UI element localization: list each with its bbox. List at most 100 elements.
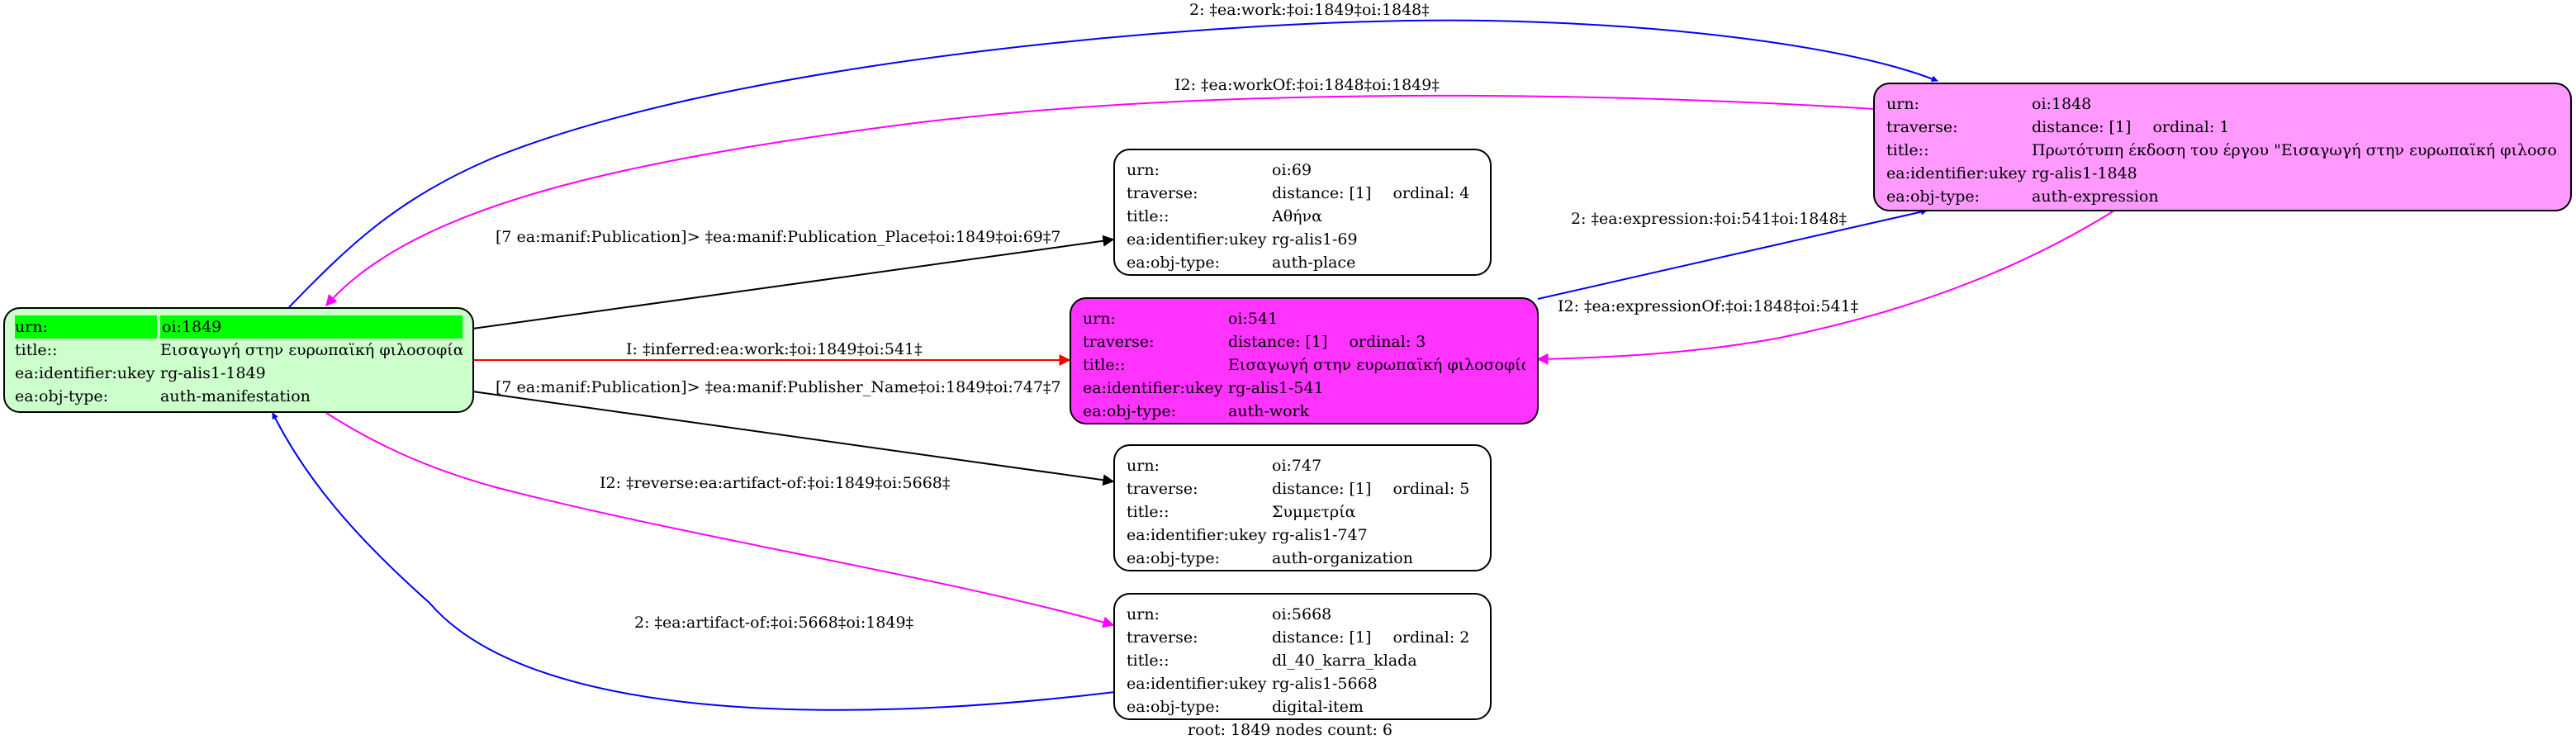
urn-row: urn: oi:541 (1083, 307, 1525, 330)
traverse-row: traverse: distance: [1]ordinal: 5 (1127, 477, 1478, 500)
traverse-row: traverse: distance: [1]ordinal: 1 (1886, 116, 2559, 139)
urn-value: oi:747 (1272, 457, 1322, 475)
title-key: title:: (1886, 141, 1929, 159)
node-oi-5668[interactable]: urn: oi:5668 traverse: distance: [1] ordi… (1113, 593, 1492, 720)
ordinal-value: ordinal: 3 (1349, 333, 1426, 351)
node-oi-1849[interactable]: urn: oi:1849 title:: Εισαγωγή στην ευρωπ… (3, 307, 474, 413)
ukey-value: rg-alis1-747 (1272, 526, 1368, 544)
traverse-value: distance: [1] ordinal: 2 (1272, 626, 1478, 649)
traverse-key: traverse: (1127, 628, 1198, 647)
distance-value: distance: [1] (1272, 628, 1372, 647)
ukey-value: rg-alis1-1848 (2032, 164, 2137, 183)
traverse-row: traverse: distance: [1]ordinal: 4 (1127, 182, 1478, 205)
type-row: ea:obj-type: digital-item (1127, 695, 1478, 718)
urn-value: oi:5668 (1272, 605, 1332, 623)
urn-key: urn: (1127, 605, 1160, 623)
type-key: ea:obj-type: (1127, 698, 1221, 716)
title-row: title:: Συμμετρία (1127, 500, 1478, 524)
urn-key: urn: (1127, 457, 1160, 475)
ukey-value: rg-alis1-1849 (160, 364, 266, 382)
type-row: ea:obj-type: auth-organization (1127, 547, 1478, 570)
urn-key: urn: (1083, 310, 1116, 328)
title-row: title:: dl_40_karra_klada (1127, 649, 1478, 672)
traverse-value: distance: [1]ordinal: 5 (1272, 477, 1478, 500)
type-key: ea:obj-type: (1127, 254, 1221, 272)
urn-value: oi:69 (1272, 161, 1312, 179)
ukey-row: ea:identifier:ukey rg-alis1-1848 (1886, 162, 2559, 185)
ordinal-value: ordinal: 4 (1392, 184, 1470, 202)
ukey-key: ea:identifier:ukey (1127, 675, 1267, 693)
edge-place (472, 235, 1115, 329)
urn-key: urn: (15, 318, 48, 336)
type-row: ea:obj-type: auth-work (1083, 400, 1525, 423)
distance-value: distance: [1] (1272, 480, 1372, 498)
title-value: Αθήνα (1272, 207, 1322, 225)
edge-work (288, 19, 1938, 308)
title-row: title:: Αθήνα (1127, 205, 1478, 228)
ukey-key: ea:identifier:ukey (1083, 379, 1223, 397)
type-value: auth-organization (1272, 549, 1413, 567)
ukey-row: ea:identifier:ukey rg-alis1-747 (1127, 524, 1478, 547)
edge-label-expression-of: I2: ‡ea:expressionOf:‡oi:1848‡oi:541‡ (1558, 297, 1859, 315)
edge-artifact-of (272, 412, 1116, 711)
type-value: auth-manifestation (160, 387, 311, 405)
node-oi-1848[interactable]: urn: oi:1848 traverse: distance: [1]ordi… (1873, 83, 2572, 211)
urn-value: oi:1849 (157, 315, 463, 339)
ukey-key: ea:identifier:ukey (1127, 230, 1267, 249)
type-row: ea:obj-type: auth-manifestation (15, 385, 463, 408)
type-value: auth-expression (2032, 187, 2159, 206)
title-key: title:: (1127, 207, 1169, 225)
title-row: title:: Πρωτότυπη έκδοση του έργου "Εισα… (1886, 139, 2559, 162)
title-value: Εισαγωγή στην ευρωπαϊκή φιλοσοφία (1228, 356, 1525, 374)
title-value: Συμμετρία (1272, 503, 1356, 521)
ukey-value: rg-alis1-69 (1272, 230, 1358, 249)
edge-label-place: [7 ea:manif:Publication]> ‡ea:manif:Publ… (496, 228, 1061, 246)
ukey-row: ea:identifier:ukey rg-alis1-69 (1127, 228, 1478, 251)
edge-label-artifact-of: 2: ‡ea:artifact-of:‡oi:5668‡oi:1849‡ (634, 614, 914, 632)
ukey-row: ea:identifier:ukey rg-alis1-541 (1083, 377, 1525, 400)
node-oi-747[interactable]: urn: oi:747 traverse: distance: [1]ordin… (1113, 444, 1492, 571)
traverse-row: traverse: distance: [1]ordinal: 3 (1083, 330, 1525, 353)
urn-row: urn: oi:1849 (15, 315, 463, 339)
traverse-value: distance: [1]ordinal: 1 (2032, 116, 2559, 139)
ukey-value: rg-alis1-541 (1228, 379, 1324, 397)
traverse-value: distance: [1]ordinal: 3 (1228, 330, 1525, 353)
ukey-key: ea:identifier:ukey (15, 364, 155, 382)
urn-row: urn: oi:747 (1127, 454, 1478, 477)
title-key: title:: (1083, 356, 1126, 374)
type-row: ea:obj-type: auth-expression (1886, 185, 2559, 208)
title-key: title:: (1127, 652, 1169, 670)
ordinal-value: ordinal: 1 (2152, 118, 2230, 136)
ordinal-value: ordinal: 2 (1392, 628, 1470, 647)
title-key: title:: (15, 341, 58, 359)
edge-label-work: 2: ‡ea:work:‡oi:1849‡oi:1848‡ (1189, 1, 1430, 19)
title-value: Πρωτότυπη έκδοση του έργου "Εισαγωγή στη… (2032, 141, 2559, 159)
title-row: title:: Εισαγωγή στην ευρωπαϊκή φιλοσοφί… (1083, 353, 1525, 377)
urn-row: urn: oi:69 (1127, 159, 1478, 182)
traverse-key: traverse: (1127, 480, 1198, 498)
graph-footer: root: 1849 nodes count: 6 (1188, 721, 1393, 739)
urn-key: urn: (1127, 161, 1160, 179)
node-oi-541[interactable]: urn: oi:541 traverse: distance: [1]ordin… (1070, 297, 1539, 424)
urn-row: urn: oi:5668 (1127, 603, 1478, 626)
urn-key: urn: (1886, 95, 1919, 113)
type-key: ea:obj-type: (1886, 187, 1981, 206)
type-value: auth-work (1228, 402, 1310, 420)
edge-label-reverse-artifact: I2: ‡reverse:ea:artifact-of:‡oi:1849‡oi:… (600, 474, 951, 492)
traverse-key: traverse: (1127, 184, 1198, 202)
traverse-value: distance: [1]ordinal: 4 (1272, 182, 1478, 205)
edge-label-work-of: I2: ‡ea:workOf:‡oi:1848‡oi:1849‡ (1174, 76, 1440, 94)
traverse-key: traverse: (1886, 118, 1958, 136)
traverse-row: traverse: distance: [1] ordinal: 2 (1127, 626, 1478, 649)
node-oi-69[interactable]: urn: oi:69 traverse: distance: [1]ordina… (1113, 149, 1492, 276)
ukey-row: ea:identifier:ukey rg-alis1-1849 (15, 362, 463, 385)
ukey-key: ea:identifier:ukey (1886, 164, 2027, 183)
type-key: ea:obj-type: (15, 387, 109, 405)
title-value: dl_40_karra_klada (1272, 652, 1417, 670)
type-key: ea:obj-type: (1083, 402, 1177, 420)
type-value: auth-place (1272, 254, 1356, 272)
urn-value: oi:541 (1228, 310, 1279, 328)
urn-row: urn: oi:1848 (1886, 92, 2559, 116)
ukey-row: ea:identifier:ukey rg-alis1-5668 (1127, 672, 1478, 695)
type-key: ea:obj-type: (1127, 549, 1221, 567)
